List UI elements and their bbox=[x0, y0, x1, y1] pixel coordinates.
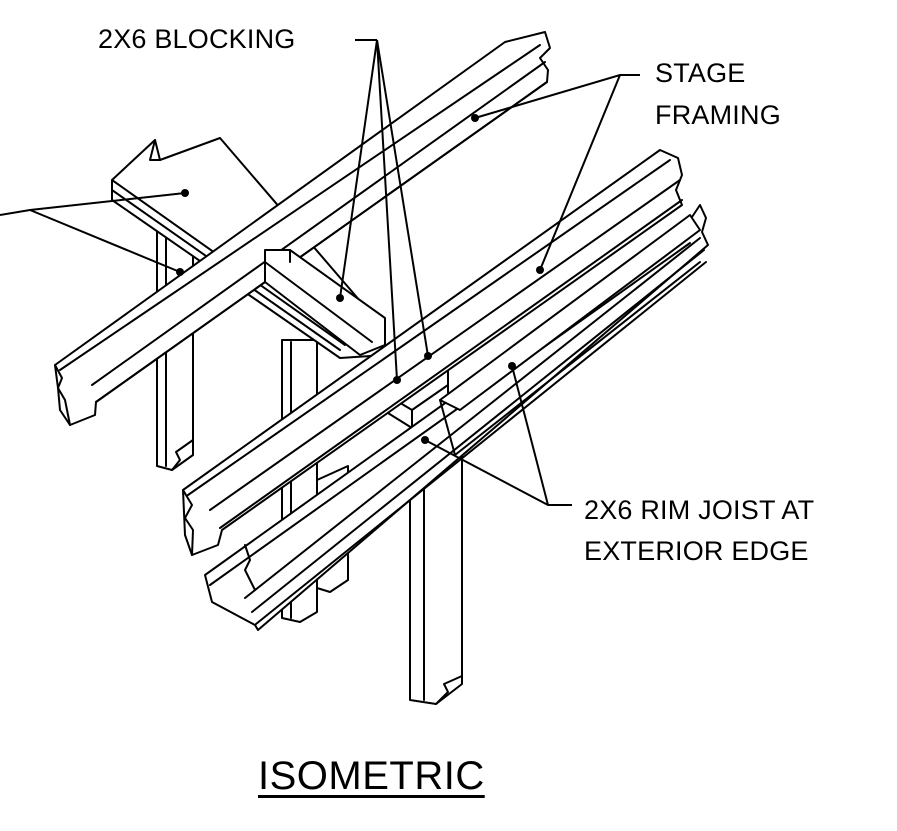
drawing-title: ISOMETRIC bbox=[258, 754, 485, 798]
label-stage-framing-line2: FRAMING bbox=[655, 100, 781, 130]
stage-framing-joist-middle bbox=[182, 149, 683, 556]
label-stage-framing-line1: STAGE bbox=[655, 58, 746, 88]
rim-joist bbox=[204, 204, 709, 631]
label-rim-joist-line1: 2X6 RIM JOIST AT bbox=[584, 495, 815, 525]
leader-lines bbox=[0, 39, 640, 506]
label-2x6-blocking: 2X6 BLOCKING bbox=[98, 24, 296, 54]
label-rim-joist-line2: EXTERIOR EDGE bbox=[584, 536, 809, 566]
leader-dots bbox=[176, 114, 544, 444]
stage-framing-joist-upper bbox=[54, 31, 551, 426]
